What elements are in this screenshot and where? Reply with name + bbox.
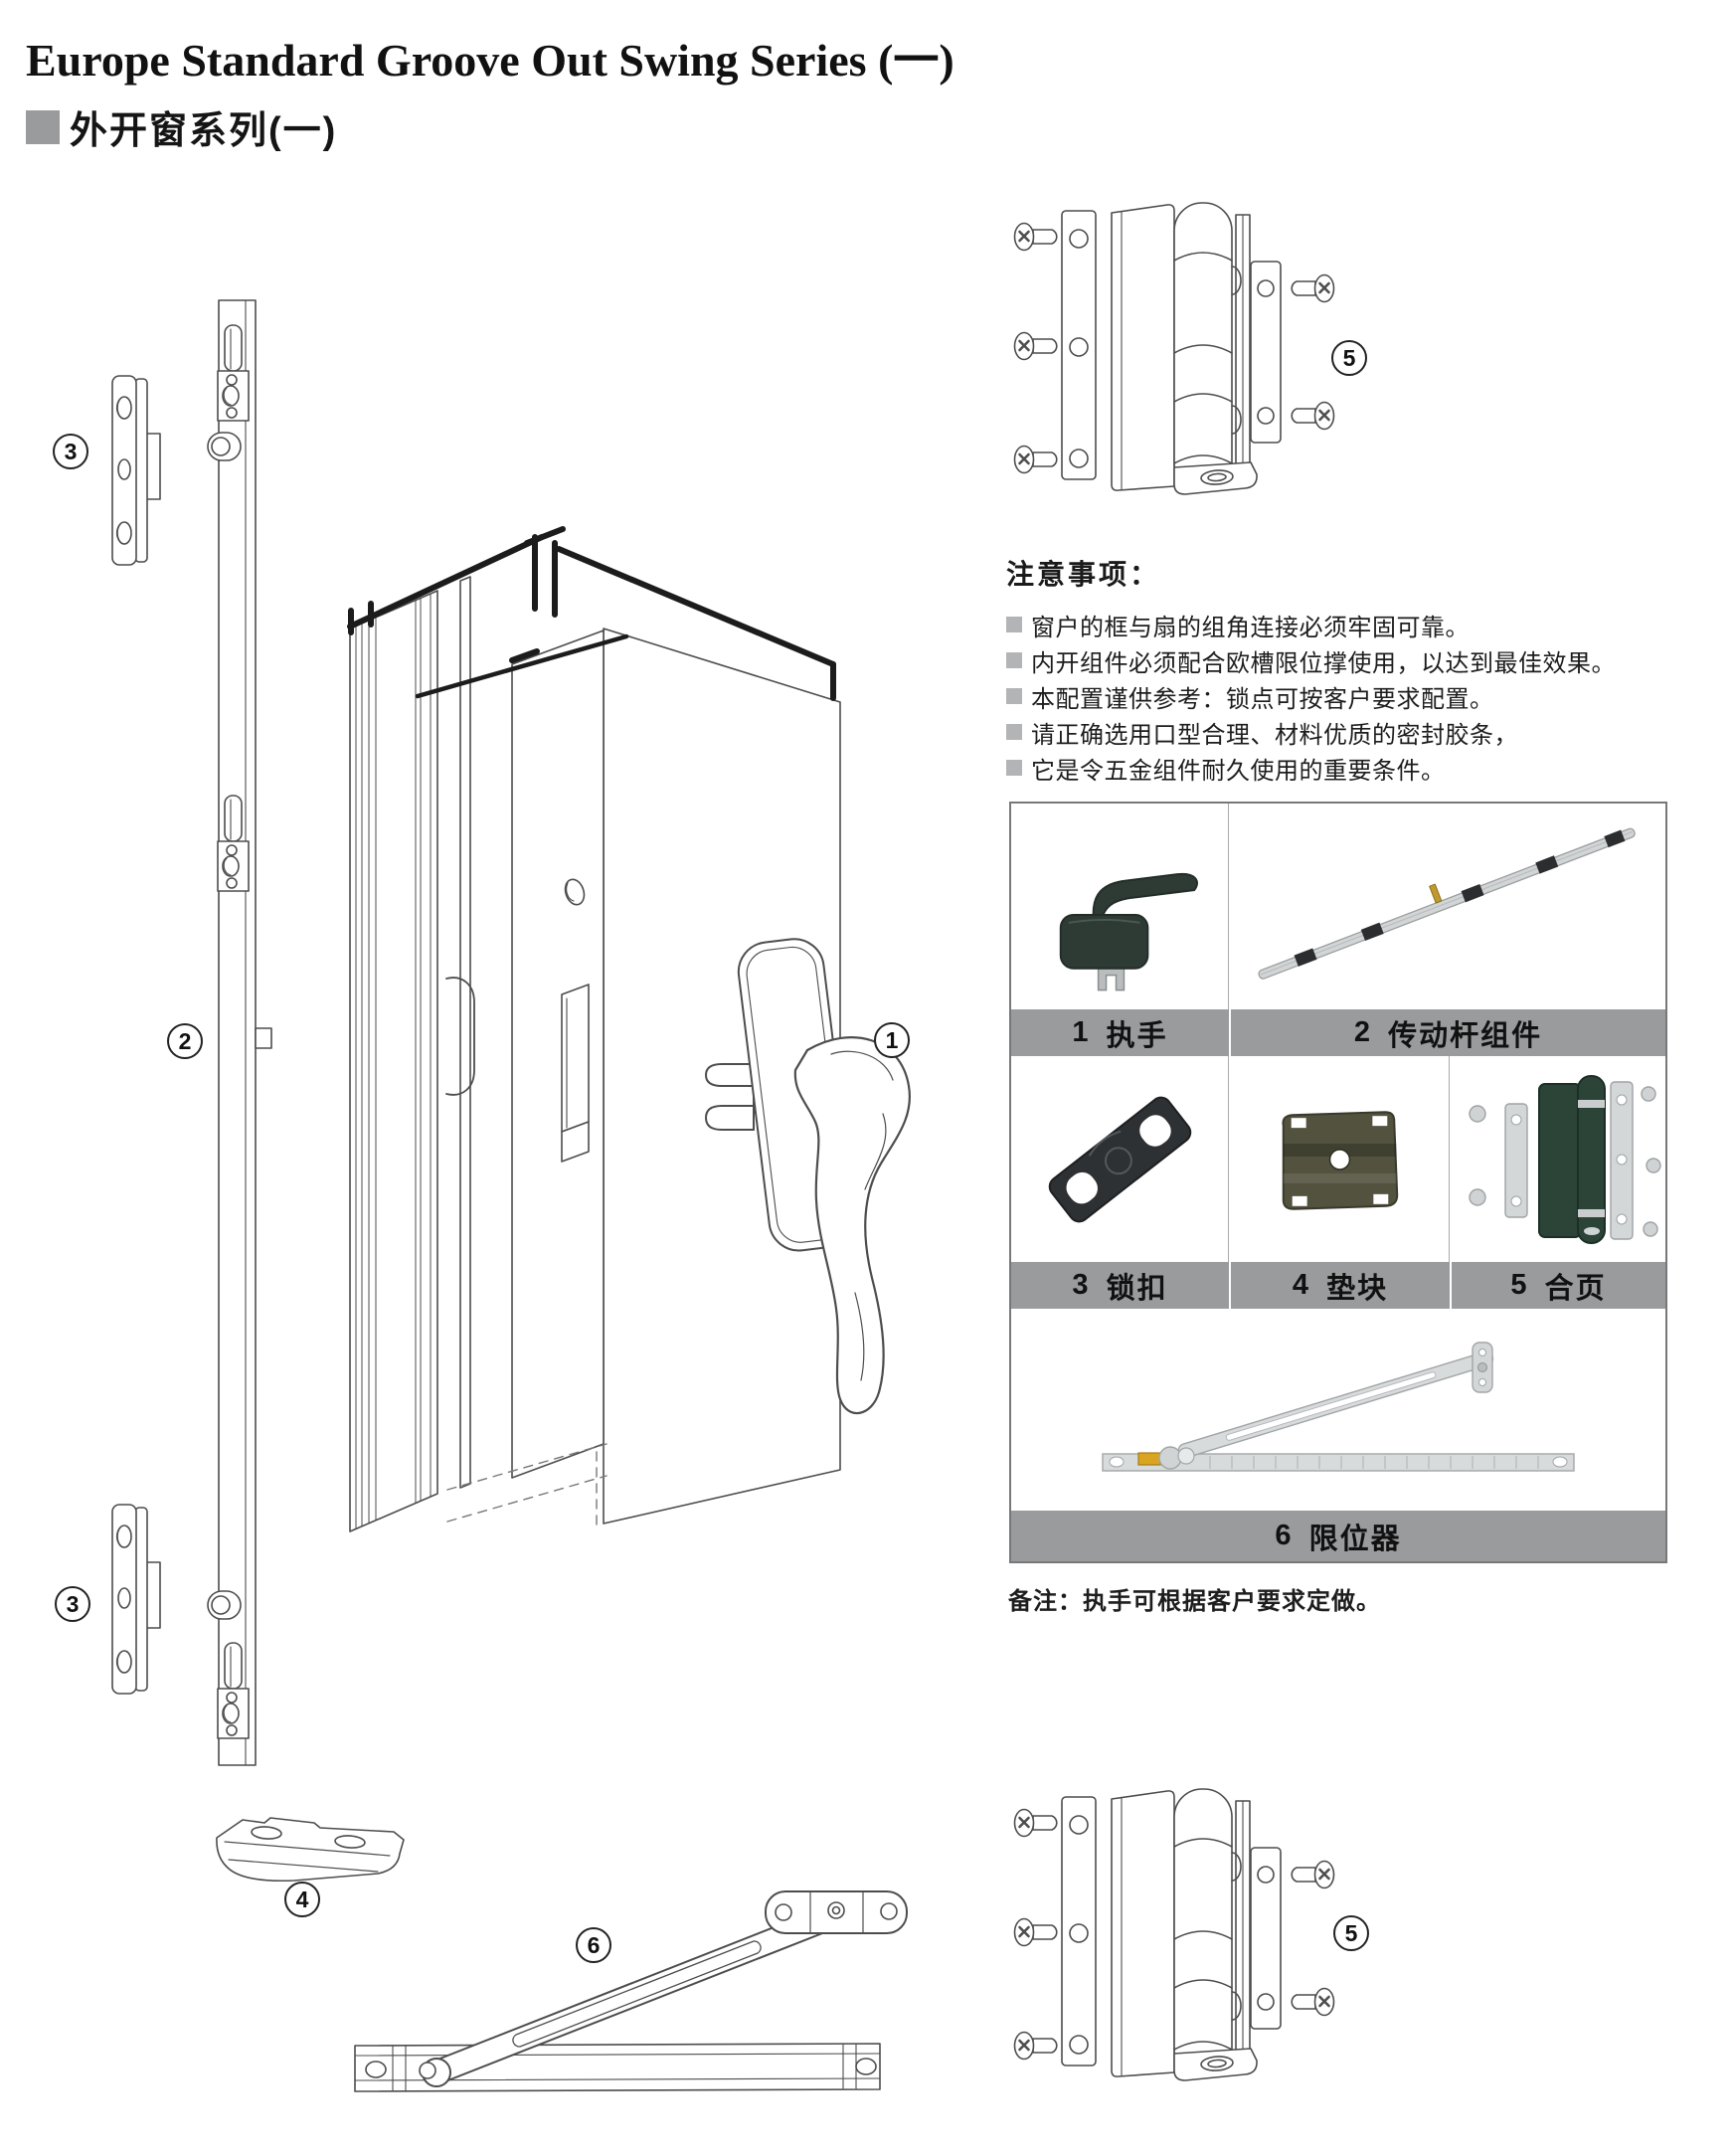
part-cell-limiter xyxy=(1011,1309,1665,1511)
lock-catch-photo xyxy=(1048,1096,1192,1223)
hinge-photo xyxy=(1469,1075,1661,1244)
part-label-limiter: 6 限位器 xyxy=(1011,1511,1665,1561)
handle-drawing xyxy=(705,938,911,1415)
callout-1: 1 xyxy=(874,1022,910,1058)
series-subtitle: 外开窗系列(一) xyxy=(70,110,338,152)
part-cell-drive-rod xyxy=(1229,804,1665,1009)
part-cell-lock-catch xyxy=(1011,1056,1229,1262)
note-item: 内开组件必须配合欧槽限位撑使用，以达到最佳效果。 xyxy=(1006,642,1662,678)
callout-4: 4 xyxy=(284,1882,320,1917)
notes-heading: 注意事项： xyxy=(1006,559,1161,590)
callout-3-bottom: 3 xyxy=(55,1586,90,1622)
note-item: 窗户的框与扇的组角连接必须牢固可靠。 xyxy=(1006,607,1662,642)
subtitle-square-icon xyxy=(26,109,60,144)
note-item: 本配置谨供参考：锁点可按客户要求配置。 xyxy=(1006,678,1662,714)
callout-5-bottom: 5 xyxy=(1333,1915,1369,1951)
callout-2: 2 xyxy=(167,1023,203,1059)
series-subtitle-row: 外开窗系列(一) xyxy=(26,99,337,154)
part-label-handle: 1 执手 xyxy=(1011,1009,1229,1056)
part-cell-hinge xyxy=(1450,1056,1665,1262)
footnote: 备注：执手可根据客户要求定做。 xyxy=(1008,1588,1381,1615)
callout-6: 6 xyxy=(576,1927,611,1963)
bullet-square-icon xyxy=(1006,724,1022,740)
handle-photo xyxy=(1059,872,1198,991)
spacer-photo xyxy=(1282,1111,1399,1210)
part-label-spacer: 4 垫块 xyxy=(1229,1262,1450,1309)
callout-3-top: 3 xyxy=(53,434,88,469)
limiter-photo xyxy=(1102,1342,1575,1472)
part-label-drive-rod: 2 传动杆组件 xyxy=(1229,1009,1665,1056)
bullet-square-icon xyxy=(1006,688,1022,704)
drive-bar-drawing xyxy=(207,299,272,1766)
part-label-hinge: 5 合页 xyxy=(1450,1262,1665,1309)
bottom-bracket-drawing xyxy=(216,1817,405,1883)
part-label-lock-catch: 3 锁扣 xyxy=(1011,1262,1229,1309)
note-item: 请正确选用口型合理、材料优质的密封胶条， xyxy=(1006,714,1662,750)
drive-rod-photo xyxy=(1258,827,1636,980)
part-cell-handle xyxy=(1011,804,1229,1009)
bullet-square-icon xyxy=(1006,652,1022,668)
callout-5-top: 5 xyxy=(1331,340,1367,376)
bullet-square-icon xyxy=(1006,760,1022,776)
notes-block: 注意事项： 窗户的框与扇的组角连接必须牢固可靠。 内开组件必须配合欧槽限位撑使用… xyxy=(1006,553,1662,786)
parts-table: 1 执手 2 传动杆组件 xyxy=(1009,802,1667,1563)
friction-stay-drawing xyxy=(354,1890,908,2092)
bullet-square-icon xyxy=(1006,617,1022,632)
page-title: Europe Standard Groove Out Swing Series … xyxy=(26,35,954,86)
note-item: 它是令五金组件耐久使用的重要条件。 xyxy=(1006,750,1662,786)
part-cell-spacer xyxy=(1229,1056,1450,1262)
